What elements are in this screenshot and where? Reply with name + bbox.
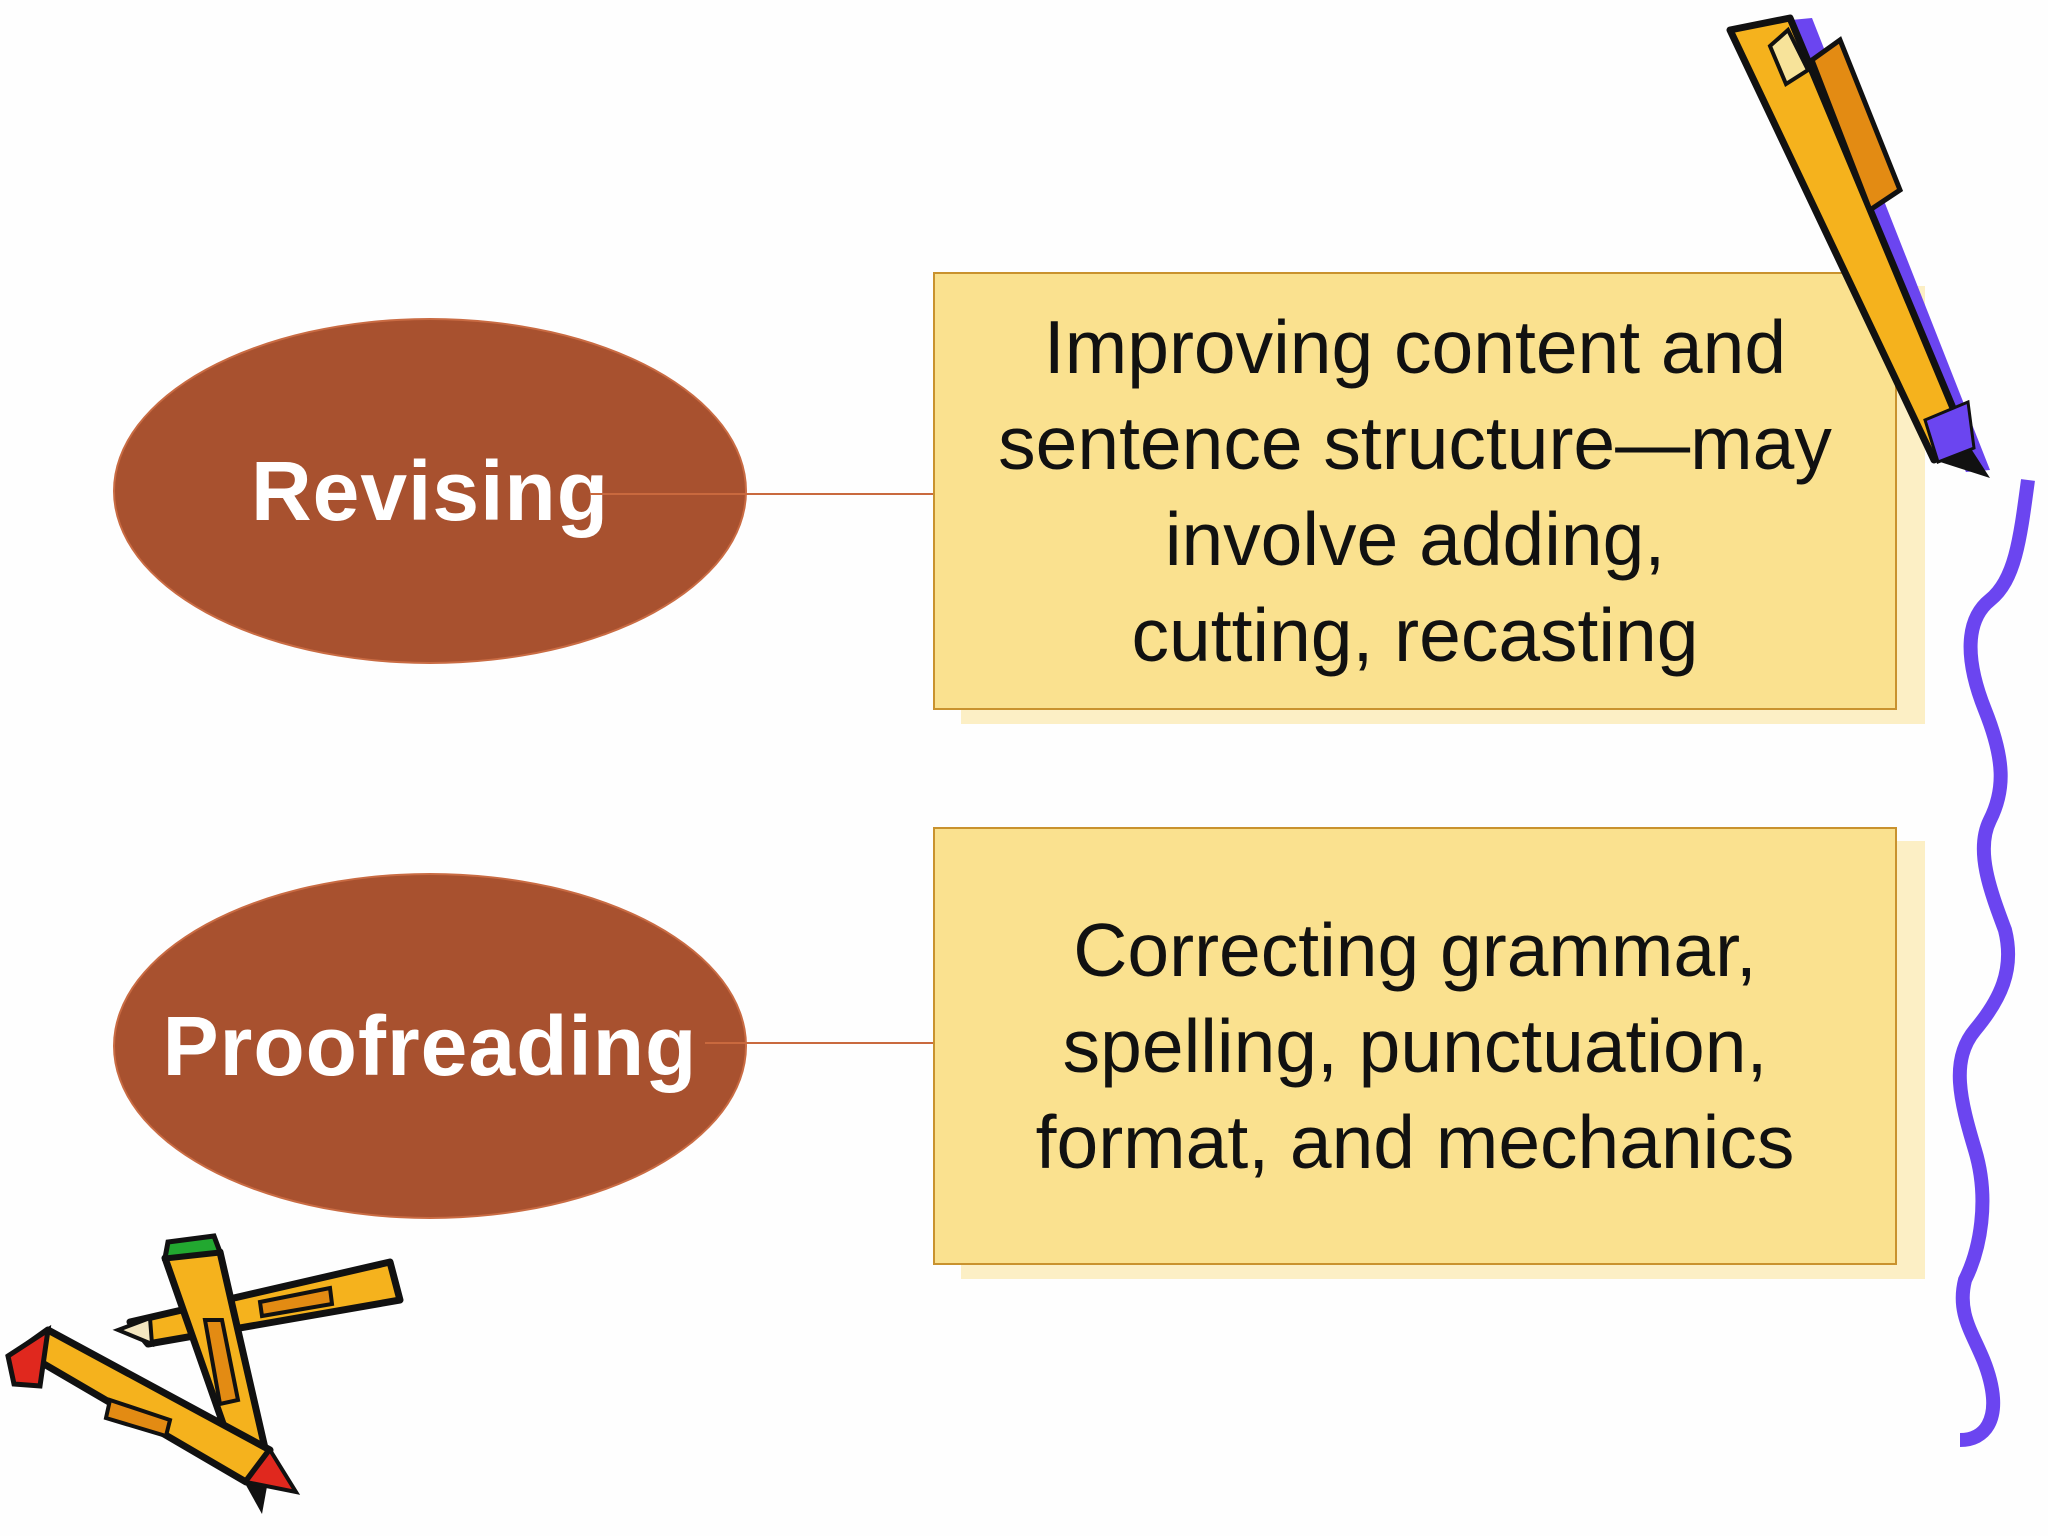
crossed-pencils-icon bbox=[5, 1233, 404, 1514]
proofreading-connector bbox=[705, 1042, 933, 1044]
proofreading-description-box: Correcting grammar, spelling, punctuatio… bbox=[933, 827, 1897, 1265]
revising-node: Revising bbox=[113, 318, 747, 664]
revising-connector bbox=[590, 493, 933, 495]
proofreading-label: Proofreading bbox=[162, 998, 698, 1093]
squiggle-line bbox=[1952, 479, 2035, 1447]
pencil-icon bbox=[1726, 14, 1990, 478]
proofreading-node: Proofreading bbox=[113, 873, 747, 1219]
proofreading-description: Correcting grammar, spelling, punctuatio… bbox=[1035, 908, 1795, 1184]
revising-label: Revising bbox=[250, 443, 610, 538]
revising-description-box: Improving content and sentence structure… bbox=[933, 272, 1897, 710]
revising-description: Improving content and sentence structure… bbox=[998, 305, 1832, 677]
